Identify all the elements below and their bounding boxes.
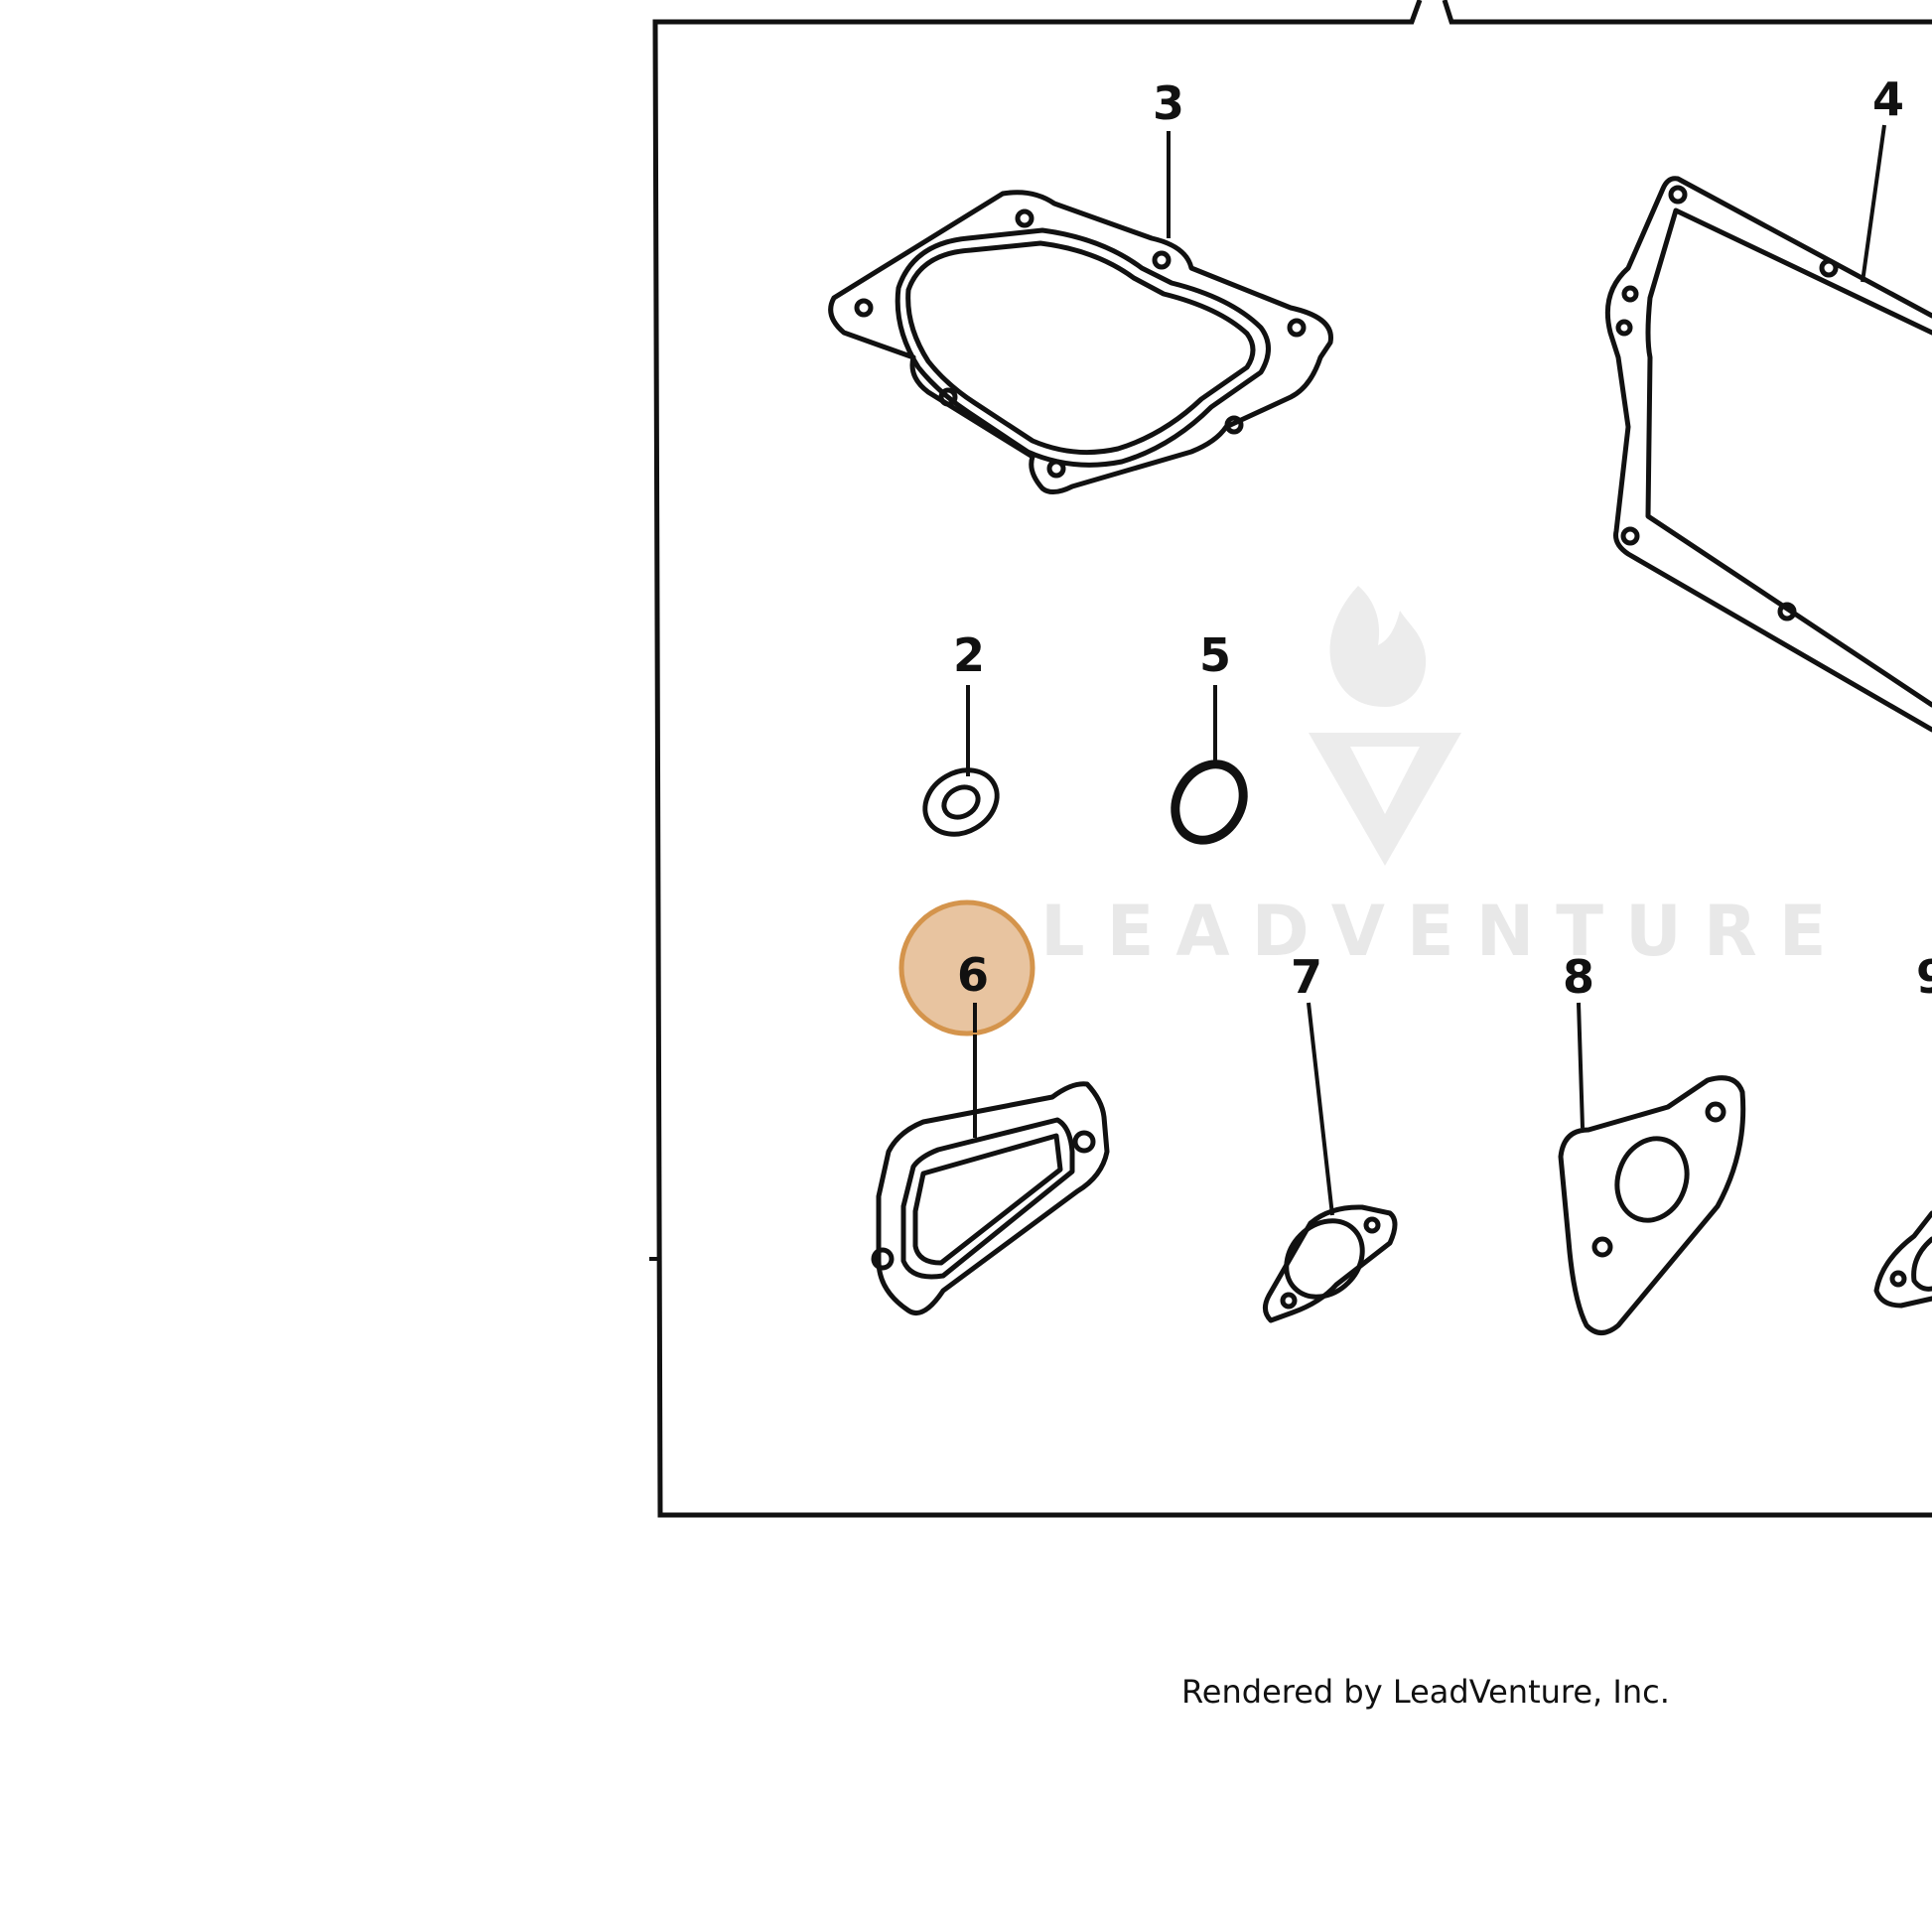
callout-5: 5: [1199, 628, 1231, 682]
part-4-crankcase-gasket: 4: [1604, 72, 1932, 733]
part-6-gasket: [871, 1081, 1110, 1315]
callout-6-highlight[interactable]: 6: [898, 899, 1035, 1036]
watermark-v-icon: [1309, 733, 1461, 866]
part-3-head-gasket: 3: [828, 76, 1333, 494]
callout-3: 3: [1153, 76, 1184, 130]
callout-4: 4: [1872, 72, 1904, 126]
leadventure-watermark: LEADVENTURE: [1040, 586, 1849, 972]
watermark-flame-icon: [1329, 586, 1427, 707]
callout-8: 8: [1563, 950, 1594, 1004]
part-7-flange-gasket: 7: [1263, 950, 1398, 1323]
part-2-washer: 2: [922, 628, 1000, 837]
callout-7: 7: [1291, 950, 1322, 1004]
part-5-o-ring: 5: [1171, 628, 1248, 845]
callout-9: 9: [1916, 950, 1932, 1004]
rendered-by-footer: Rendered by LeadVenture, Inc.: [1181, 1673, 1670, 1711]
part-9-gasket: 9: [1873, 950, 1932, 1309]
diagram-frame: [649, 0, 1932, 1518]
callout-2: 2: [953, 628, 985, 682]
part-8-intake-gasket: 8: [1558, 950, 1746, 1335]
callout-6: 6: [957, 948, 989, 1002]
watermark-text: LEADVENTURE: [1040, 891, 1849, 972]
